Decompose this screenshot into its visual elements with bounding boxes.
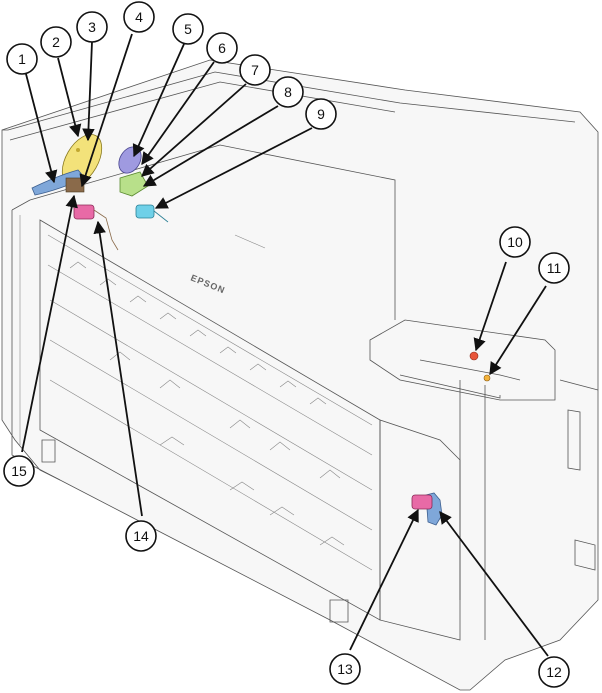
leader-2 (57, 57, 82, 138)
callout-1: 1 (6, 43, 38, 75)
part-14-cable (93, 209, 119, 251)
callout-15: 15 (3, 455, 35, 487)
part-2-hub (76, 148, 80, 152)
callout-8: 8 (272, 76, 304, 108)
leader-1 (25, 73, 58, 184)
callout-14: 14 (125, 520, 157, 552)
part-15-bracket (65, 177, 85, 193)
part-13-motor (411, 494, 433, 510)
svg-text:3: 3 (88, 19, 96, 35)
callout-9: 9 (305, 98, 337, 130)
svg-text:8: 8 (284, 84, 292, 100)
leader-8 (142, 105, 279, 187)
leader-6 (141, 61, 215, 166)
leader-11 (489, 285, 547, 376)
leader-lines (21, 33, 549, 657)
callout-13: 13 (329, 653, 361, 685)
svg-text:4: 4 (135, 9, 143, 25)
callout-7: 7 (239, 54, 271, 86)
svg-text:7: 7 (251, 62, 259, 78)
callout-11: 11 (538, 252, 570, 284)
svg-text:9: 9 (317, 106, 325, 122)
callout-6: 6 (206, 32, 238, 64)
svg-text:10: 10 (507, 234, 523, 250)
part-10-sensor (469, 351, 479, 361)
svg-text:1: 1 (18, 51, 26, 67)
svg-text:2: 2 (52, 34, 60, 50)
callout-10: 10 (499, 226, 531, 258)
callouts: 1 2 3 4 5 6 7 8 9 10 11 12 13 14 15 (3, 1, 570, 688)
leader-9 (154, 127, 313, 209)
svg-text:12: 12 (546, 664, 562, 680)
svg-text:15: 15 (11, 463, 27, 479)
svg-text:6: 6 (218, 40, 226, 56)
leader-13 (349, 508, 419, 651)
svg-text:14: 14 (133, 528, 149, 544)
callout-5: 5 (172, 13, 204, 45)
leader-3 (82, 41, 95, 142)
part-14-motor (73, 204, 95, 220)
part-9-motor (135, 204, 155, 219)
leader-5 (132, 43, 185, 158)
callout-12: 12 (538, 656, 570, 688)
svg-text:5: 5 (184, 21, 192, 37)
leader-10 (473, 261, 507, 352)
leader-4 (79, 33, 133, 188)
paper-guides (69, 261, 345, 546)
part-9-shaft (153, 210, 169, 223)
part-11-sensor (483, 374, 491, 382)
leader-14 (93, 220, 143, 517)
callout-3: 3 (76, 11, 108, 43)
leader-15 (21, 194, 78, 453)
svg-text:13: 13 (337, 661, 353, 677)
part-8-frame (119, 171, 149, 197)
svg-text:11: 11 (547, 260, 562, 276)
callout-4: 4 (123, 1, 155, 33)
leader-12 (439, 510, 549, 657)
leader-7 (141, 83, 247, 177)
callout-2: 2 (40, 26, 72, 58)
